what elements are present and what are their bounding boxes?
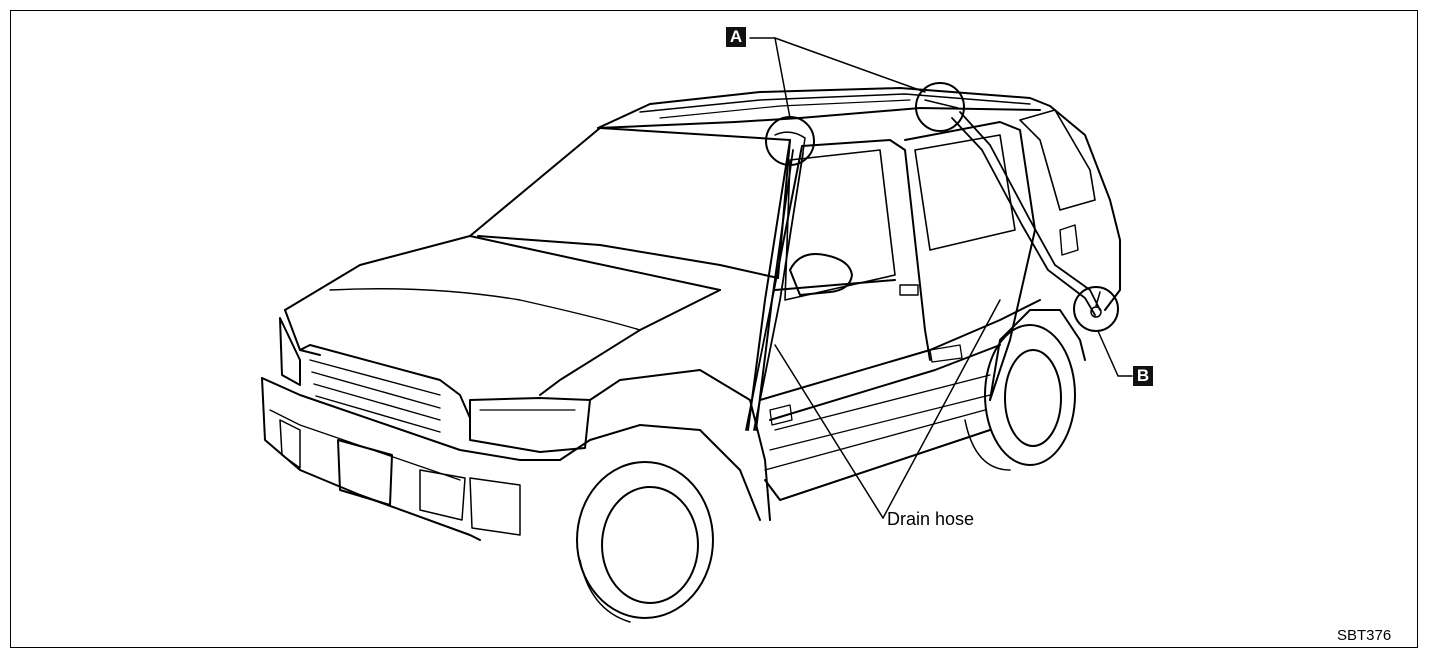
leader-a-rear: [774, 37, 926, 93]
drain-hose-label: Drain hose: [887, 509, 975, 529]
detail-circle-rear: [915, 82, 965, 132]
leader-lines: [749, 37, 1133, 519]
leader-a-front: [774, 37, 791, 119]
callout-a: A: [726, 27, 746, 47]
figure-code: SBT376: [1337, 627, 1392, 644]
detail-circle-bottom: [1073, 286, 1119, 332]
leader-b: [1097, 330, 1133, 377]
detail-circles: [765, 82, 1119, 332]
callout-b: B: [1133, 366, 1153, 386]
leader-drain-front: [774, 344, 884, 519]
leader-drain-rear: [882, 299, 1001, 519]
figure-frame: [10, 10, 1418, 648]
drain-hose-lines: [745, 111, 1101, 431]
